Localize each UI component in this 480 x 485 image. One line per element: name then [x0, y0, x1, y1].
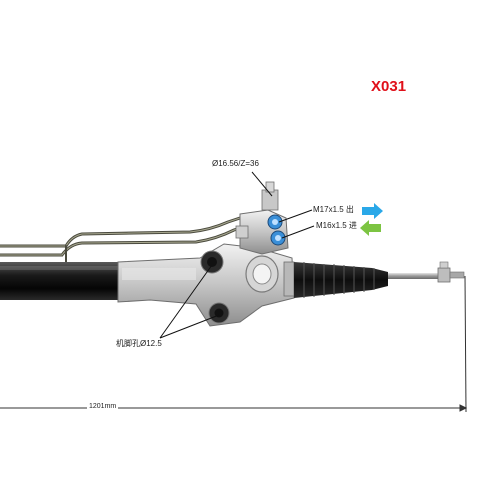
outlet-port-label: M17x1.5 出 [313, 205, 354, 214]
mount-hole-label: 机脚孔Ø12.5 [116, 339, 162, 348]
rack-boot [294, 262, 388, 298]
inlet-spec-label: Ø16.56/Z=36 [212, 159, 259, 168]
model-code: X031 [371, 78, 407, 95]
arrow-left-icon [360, 220, 381, 236]
tie-rod [388, 261, 465, 283]
valve-body [235, 181, 289, 255]
total-length-label: 1201mm [87, 403, 119, 410]
return-port-label: M16x1.5 进 [316, 221, 357, 230]
hydraulic-lines [0, 214, 254, 269]
leader-lines [159, 171, 315, 339]
arrow-right-icon [362, 203, 383, 219]
rack-tube [0, 262, 128, 300]
mount-bushings [200, 250, 230, 324]
valve-housing [117, 243, 295, 327]
length-dimension [0, 275, 468, 413]
